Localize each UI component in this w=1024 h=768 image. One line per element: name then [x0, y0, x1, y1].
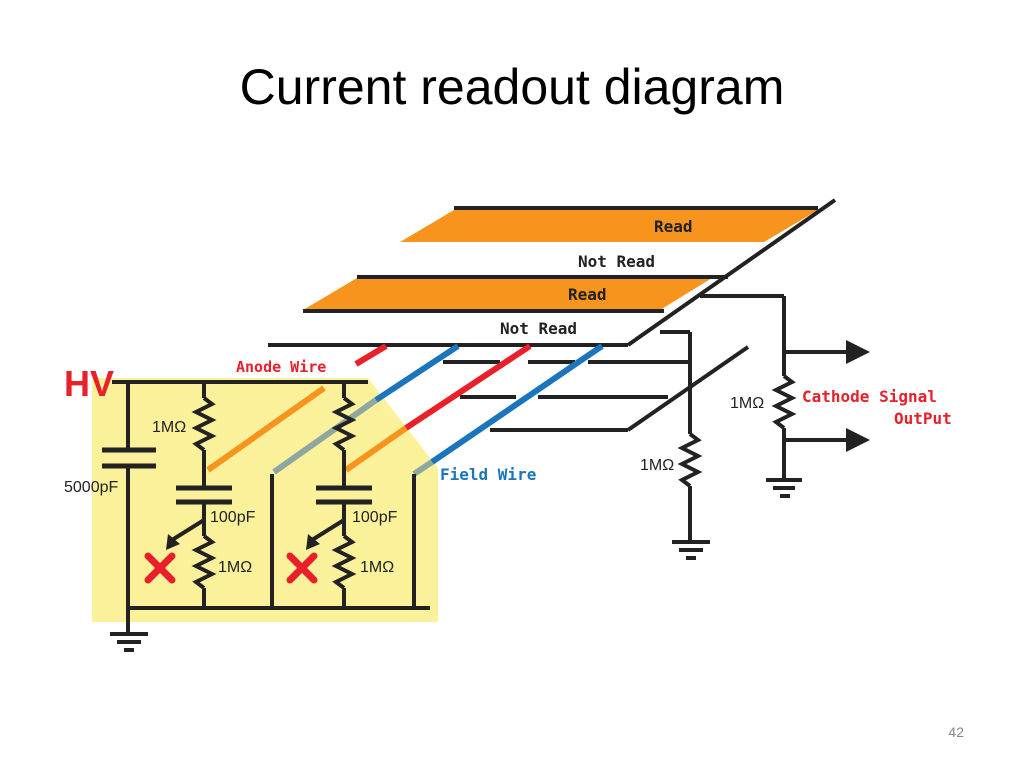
cap-right-label: 100pF	[352, 509, 398, 526]
res-right-bottom-label: 1MΩ	[360, 559, 394, 576]
cathode-strips	[268, 198, 837, 347]
strip-label-4: Not Read	[500, 319, 577, 338]
output-arrow-bottom	[846, 428, 870, 452]
wires	[206, 343, 604, 477]
anode-wire-1	[354, 343, 388, 367]
res-right-label: 1MΩ	[730, 395, 764, 412]
hv-label: HV	[64, 363, 114, 404]
arrow-left	[166, 534, 180, 550]
res-center-label: 1MΩ	[640, 457, 674, 474]
cap-hv-label: 5000pF	[64, 479, 118, 496]
field-wire-label: Field Wire	[440, 465, 536, 484]
strip-read-1	[400, 210, 818, 242]
anode-wire-label: Anode Wire	[236, 358, 326, 376]
res-left-top-label: 1MΩ	[152, 419, 186, 436]
strip-label-2: Not Read	[578, 252, 655, 271]
cap-left-label: 100pF	[210, 509, 256, 526]
right-cathode-circuit	[700, 294, 848, 498]
anode-wire-2-inner	[344, 425, 408, 473]
strip-edge	[626, 198, 837, 347]
field-wire-2	[430, 343, 604, 465]
strip-label-3: Read	[568, 285, 607, 304]
res-left-bottom-label: 1MΩ	[218, 559, 252, 576]
slide-title: Current readout diagram	[239, 59, 785, 115]
cathode-signal-label-line1: Cathode Signal	[802, 387, 937, 406]
hv-circuit	[102, 380, 430, 652]
highlight-region	[92, 378, 438, 622]
disconnect-x-right	[286, 552, 318, 584]
disconnect-x-left	[144, 552, 176, 584]
cathode-signal-label-line2: OutPut	[894, 409, 952, 428]
anode-wire-2	[404, 343, 532, 431]
slide-number: 42	[948, 724, 964, 740]
strip-label-1: Read	[654, 217, 693, 236]
field-wire-1	[374, 343, 460, 403]
strip-read-2	[303, 278, 712, 310]
field-wire-1-inner	[272, 397, 378, 475]
field-wire-2-inner	[412, 459, 434, 477]
output-arrow-top	[846, 340, 870, 364]
arrow-right	[306, 534, 320, 550]
anode-wire-1-inner	[206, 385, 326, 473]
center-cathode-circuit	[660, 330, 710, 560]
lower-plane	[443, 345, 750, 432]
